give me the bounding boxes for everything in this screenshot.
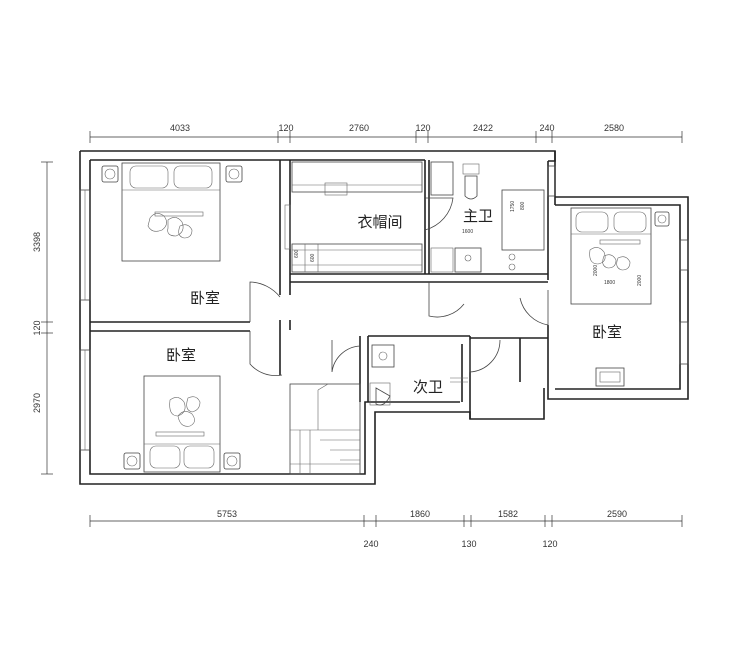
room-labels: 卧室 卧室 卧室 衣帽间 主卫 次卫 (166, 207, 622, 396)
label-master-bath: 主卫 (463, 207, 493, 225)
doors (249, 197, 549, 376)
label-second-bath: 次卫 (413, 378, 443, 396)
dim-bottom-1: 5753 (217, 509, 237, 519)
dim-top-6: 240 (539, 123, 554, 133)
dim-top-4: 120 (415, 123, 430, 133)
dim-left-1: 3398 (32, 232, 42, 252)
cloak-dim-b: 600 (310, 253, 316, 262)
dim-bottom-small-1: 240 (363, 539, 378, 549)
label-cloakroom: 衣帽间 (357, 213, 402, 231)
dim-bottom-4: 2590 (607, 509, 627, 519)
left-dimension: 3398 120 2970 (32, 161, 53, 475)
dim-bottom-small-3: 120 (542, 539, 557, 549)
label-bedroom-right: 卧室 (592, 323, 622, 341)
bed-right-dim-c: 2000 (637, 275, 643, 286)
bed-right-dim-b: 2000 (593, 265, 599, 276)
dim-bottom-3: 1582 (498, 509, 518, 519)
dim-left-2: 120 (32, 320, 42, 335)
cloak-dim-a: 600 (294, 249, 300, 258)
dim-top-2: 120 (278, 123, 293, 133)
outer-walls (79, 150, 689, 485)
top-dimension: 4033 120 2760 120 2422 240 2580 (89, 123, 683, 143)
cloakroom-wardrobes: 600 600 (284, 161, 423, 273)
bath-dim-c: 800 (520, 201, 526, 210)
dim-bottom-2: 1860 (410, 509, 430, 519)
bed-bottom-left (123, 375, 241, 473)
interior-walls (90, 160, 549, 419)
dim-left-3: 2970 (32, 393, 42, 413)
label-bedroom-bottom-left: 卧室 (166, 346, 196, 364)
bed-right: 1800 2000 2000 (570, 207, 670, 387)
second-bath-fixtures (369, 344, 468, 406)
dim-top-1: 4033 (170, 123, 190, 133)
label-bedroom-top-left: 卧室 (190, 289, 220, 307)
bath-dim-a: 1600 (462, 229, 473, 235)
dim-top-5: 2422 (473, 123, 493, 133)
bath-dim-b: 1750 (510, 201, 516, 212)
dim-top-3: 2760 (349, 123, 369, 133)
bed-right-dim-a: 1800 (604, 280, 615, 286)
master-bath-fixtures: 1600 1750 800 (430, 161, 545, 273)
dim-top-7: 2580 (604, 123, 624, 133)
dim-bottom-small-2: 130 (461, 539, 476, 549)
stairs (289, 383, 361, 475)
bottom-dimension: 5753 1860 1582 2590 240 130 120 (89, 509, 683, 549)
bed-top-left (101, 162, 243, 262)
windows (79, 165, 689, 451)
